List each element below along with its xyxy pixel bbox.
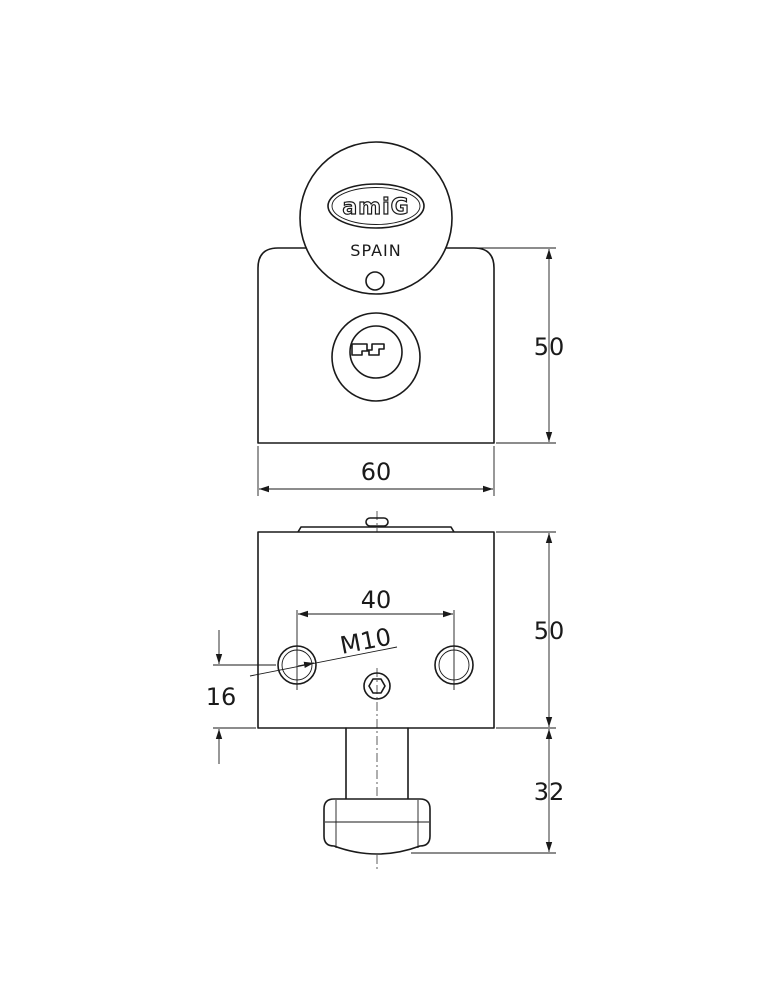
country-of-origin: SPAIN [350, 241, 401, 260]
knob-length-dimension: 32 [411, 729, 565, 854]
shaft [345, 727, 409, 800]
brand-logo [327, 183, 425, 229]
brand-disc: amiG SPAIN [299, 141, 453, 295]
top-view-height-dimension: 50 [476, 247, 565, 444]
front-view: 40 M10 16 50 32 [206, 511, 565, 870]
front-view-height-dimension: 50 [496, 531, 565, 729]
keyway-icon [351, 343, 385, 356]
top-view-width-label: 60 [361, 458, 392, 486]
knob-length-label: 32 [534, 778, 565, 806]
key-cylinder [331, 312, 421, 402]
knob [323, 798, 431, 855]
top-plate [297, 526, 455, 533]
front-view-height-label: 50 [534, 617, 565, 645]
top-view-height-label: 50 [534, 333, 565, 361]
top-view: amiG SPAIN 50 60 [257, 141, 565, 496]
hole-offset-dimension: 16 [206, 630, 276, 764]
mounting-hole-right [434, 610, 474, 690]
hole-spacing-label: 40 [361, 586, 392, 614]
top-view-body [257, 247, 495, 444]
top-view-width-dimension: 60 [257, 446, 495, 496]
disc-pin-hole [365, 271, 385, 291]
hole-spacing-dimension: 40 [298, 586, 453, 618]
hole-offset-label: 16 [206, 683, 237, 711]
brand-name: amiG [342, 195, 409, 220]
hex-socket-screw [363, 668, 391, 870]
